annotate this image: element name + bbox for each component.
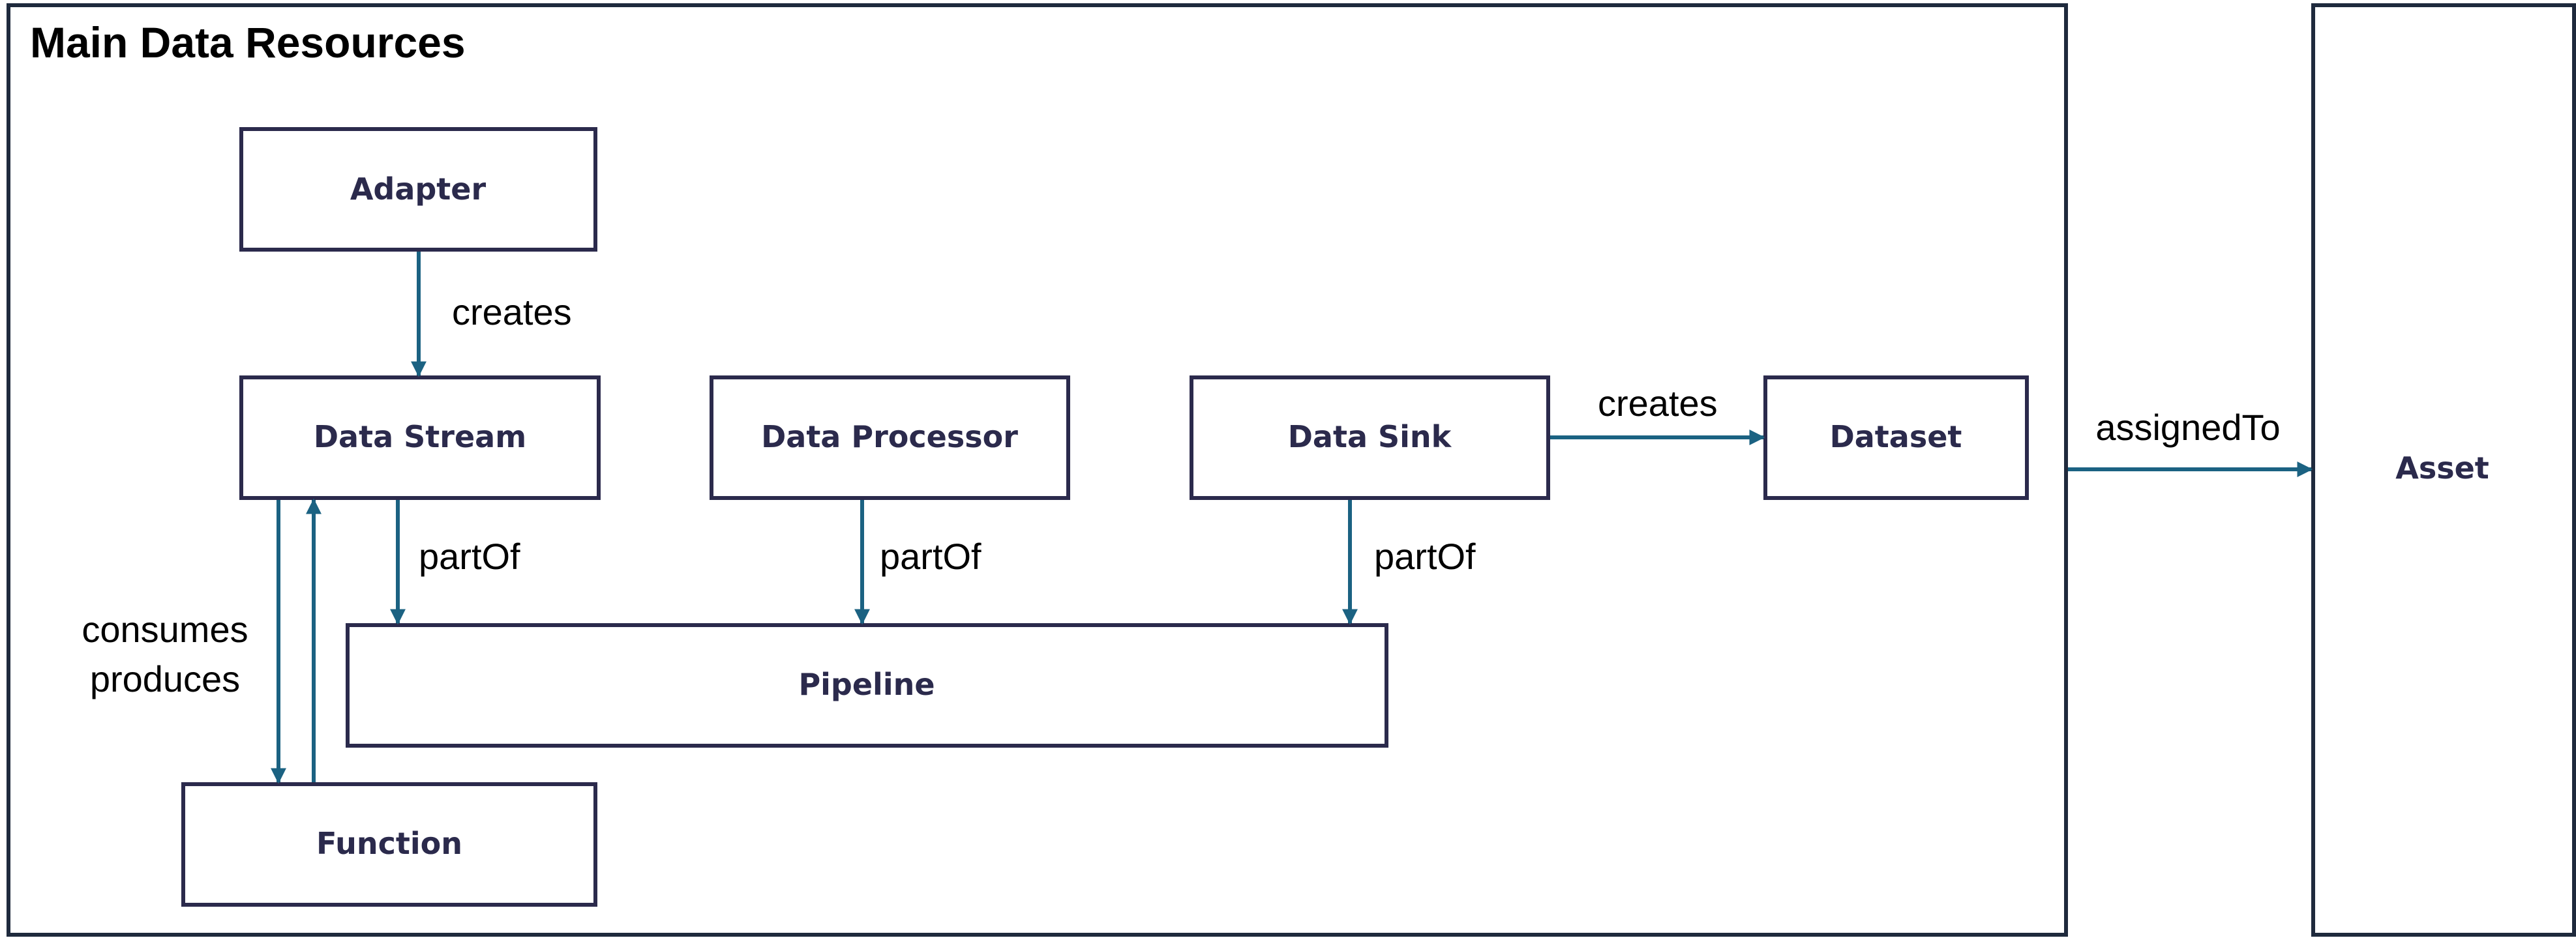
pipeline-label: Pipeline — [798, 667, 935, 702]
stream-partof-label: partOf — [419, 536, 520, 577]
data-processor-label: Data Processor — [761, 419, 1018, 454]
adapter-node[interactable] — [239, 127, 597, 252]
adapter-label: Adapter — [350, 171, 487, 207]
adapter-creates-label: creates — [452, 291, 572, 332]
main-data-resources-frame — [7, 3, 2068, 937]
data-stream-label: Data Stream — [314, 419, 526, 454]
sink-partof-label: partOf — [1374, 536, 1476, 577]
dataset-label: Dataset — [1830, 419, 1962, 454]
data-processor-node[interactable] — [710, 375, 1070, 500]
data-sink-node[interactable] — [1190, 375, 1550, 500]
asset-node[interactable] — [2311, 3, 2576, 937]
asset-label: Asset — [2395, 450, 2489, 486]
frame-title: Main Data Resources — [30, 18, 466, 66]
function-label: Function — [316, 826, 462, 861]
produces-label: produces — [90, 658, 240, 699]
consumes-label: consumes — [82, 609, 248, 650]
sink-creates-label: creates — [1598, 383, 1718, 424]
dataset-node[interactable] — [1763, 375, 2029, 500]
pipeline-node[interactable] — [346, 623, 1388, 748]
processor-partof-label: partOf — [880, 536, 981, 577]
data-sink-label: Data Sink — [1288, 419, 1452, 454]
assigned-to-label: assignedTo — [2095, 407, 2280, 448]
data-stream-node[interactable] — [239, 375, 601, 500]
function-node[interactable] — [181, 782, 597, 907]
